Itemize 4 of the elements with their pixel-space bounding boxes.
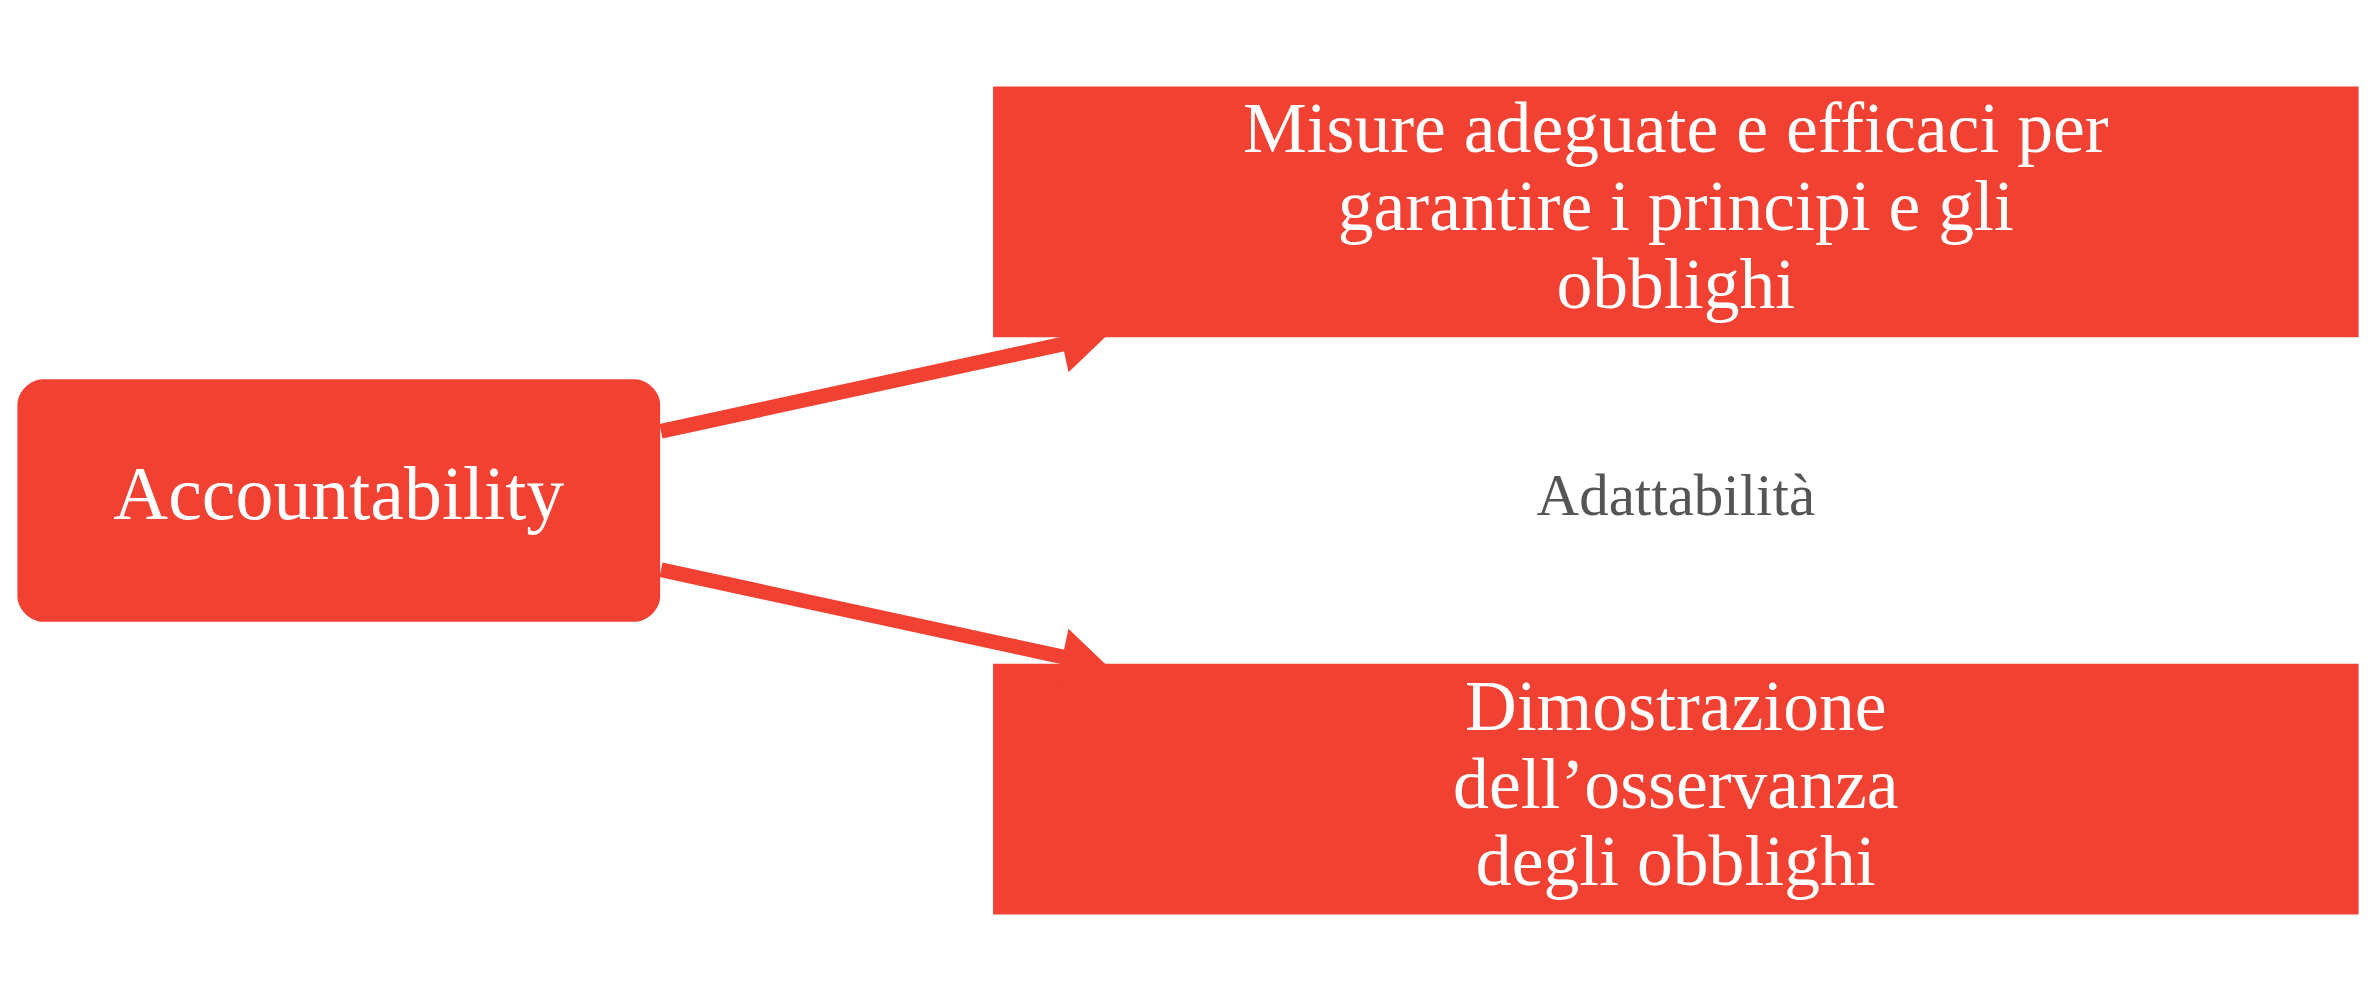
node-box: Dimostrazione dell’osservanza degli obblighi bbox=[993, 663, 2359, 915]
label: Adattabilità bbox=[1536, 461, 1816, 528]
node-box: Accountability bbox=[17, 378, 661, 622]
node-box: Misure adeguate e efficaci per garantire i principi e gli obblighi bbox=[993, 85, 2359, 337]
